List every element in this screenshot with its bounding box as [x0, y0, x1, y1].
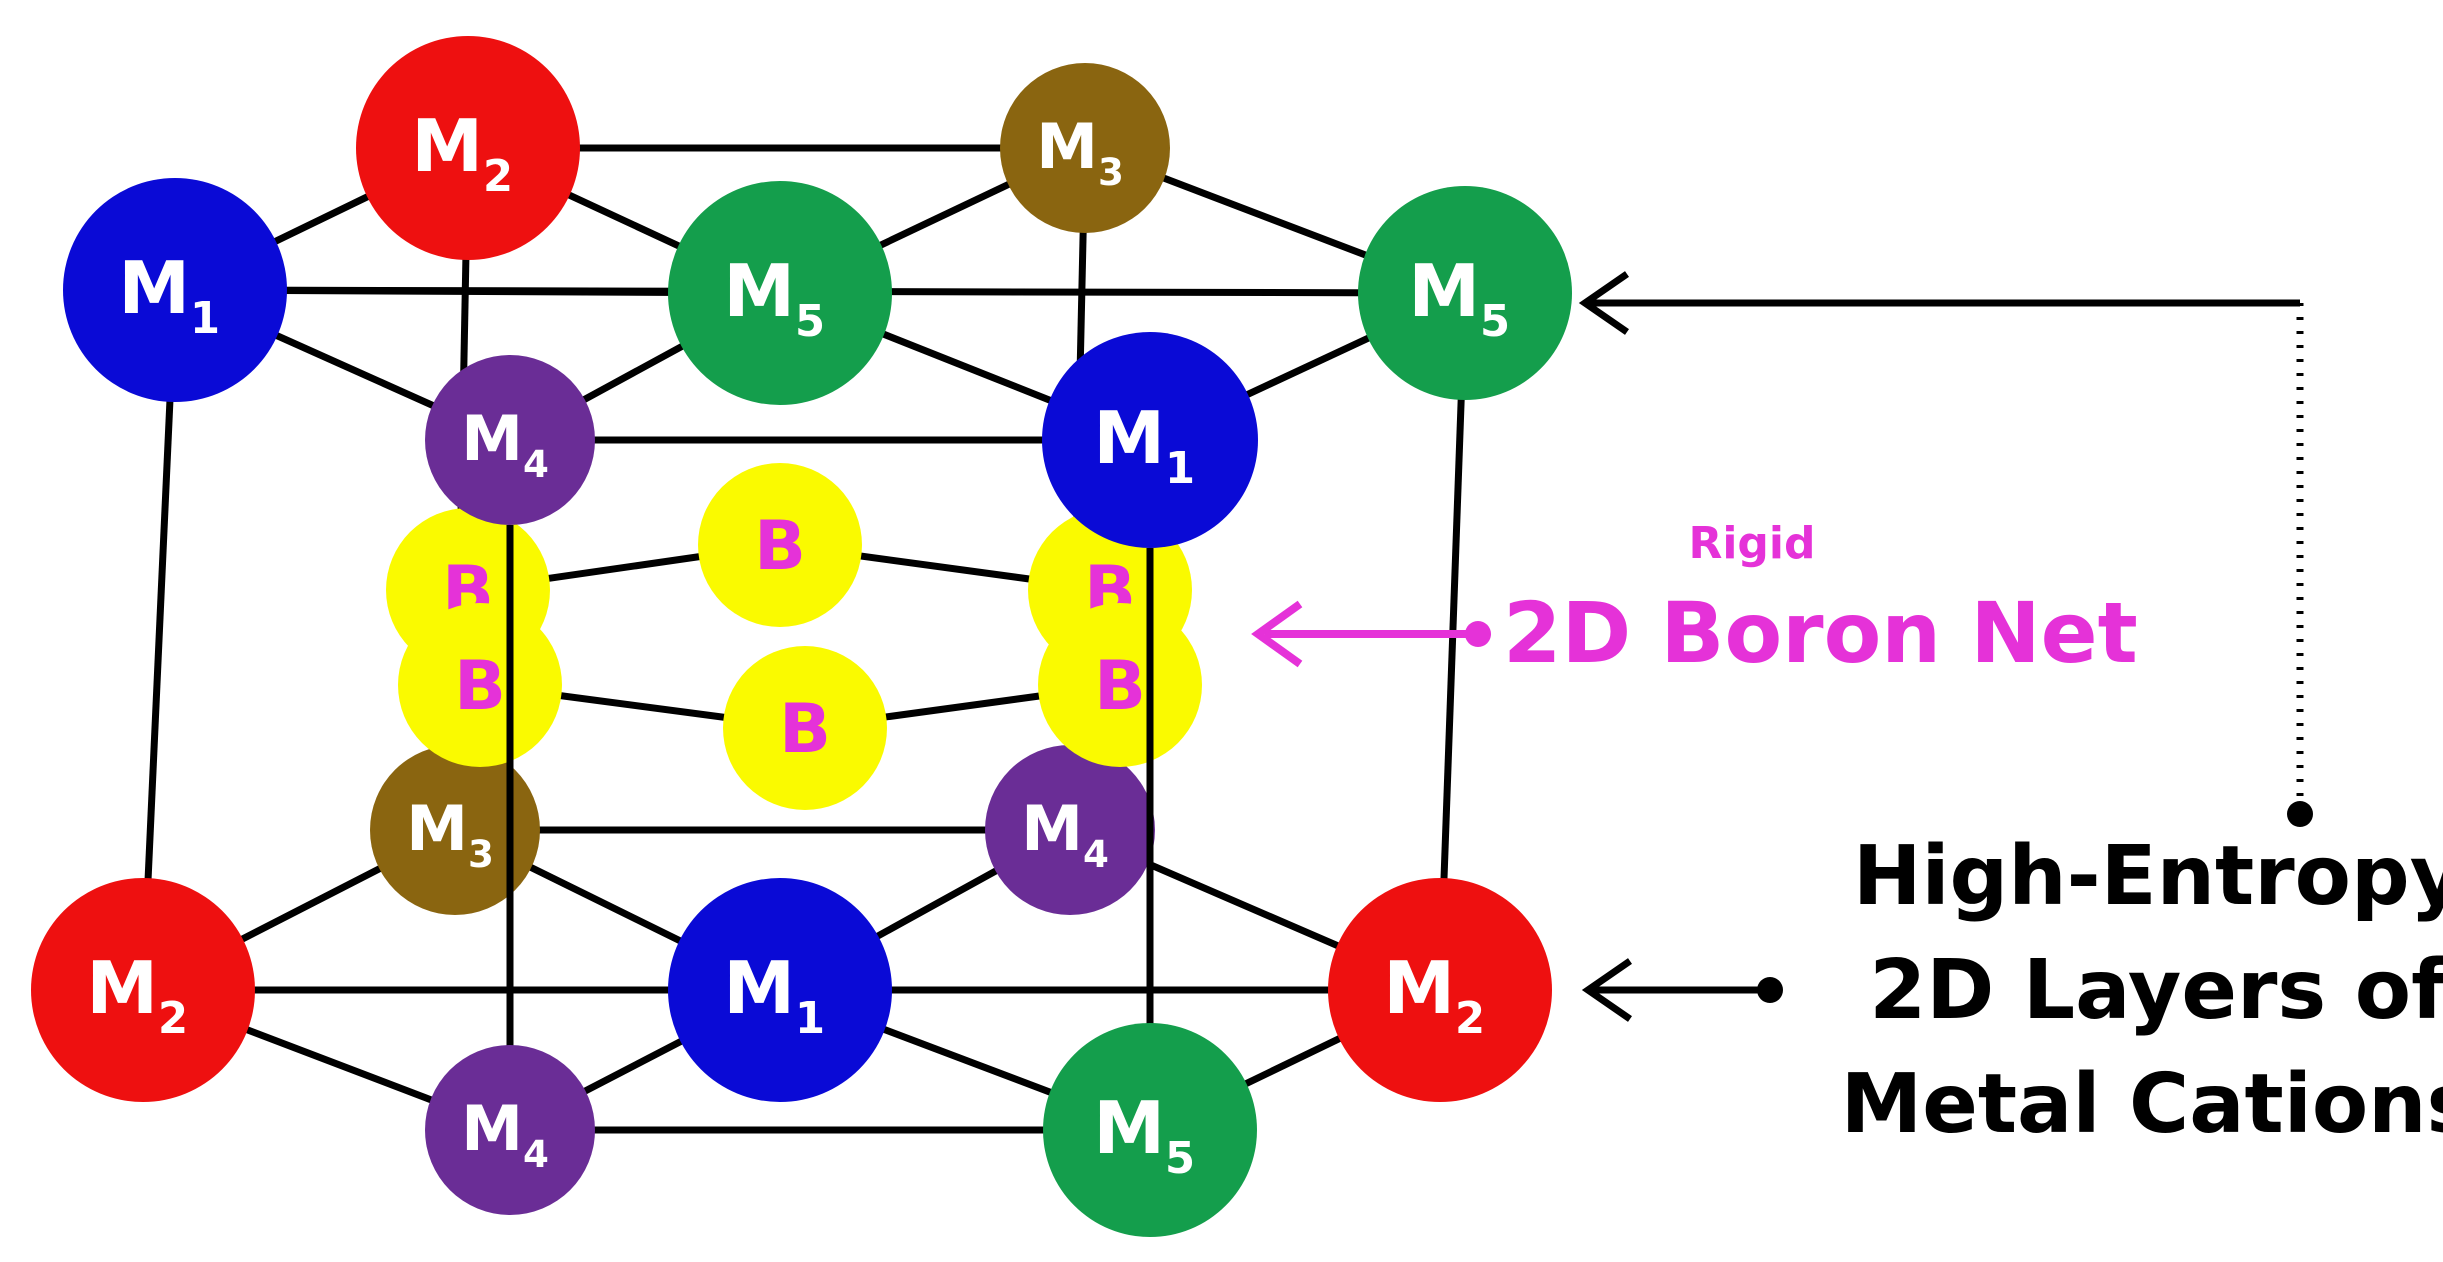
bond-top-M1-left-to-bottom-M2-left [139, 289, 179, 991]
atom-label-m2: M2 [86, 946, 188, 1044]
atom-top-M4-front-left: M4 [425, 355, 595, 525]
atom-top-M1-left: M1 [63, 178, 287, 402]
layers-label-line1: High-Entropy [1853, 829, 2443, 924]
atom-label-m4: M4 [461, 402, 549, 486]
boron-circle [698, 463, 862, 627]
atom-label-m4: M4 [1021, 792, 1109, 876]
atom-label-m5: M5 [1093, 1086, 1195, 1184]
boron-label: B [1094, 647, 1146, 726]
atom-label-m2: M2 [411, 104, 513, 202]
atom-boron-lower-left: B [398, 603, 562, 767]
rigid-label: Rigid [1688, 518, 1815, 569]
atom-circle-m4 [425, 1045, 595, 1215]
atom-circle-m1 [668, 878, 892, 1102]
boron-label: B [454, 647, 506, 726]
boron-net-annotation: Rigid 2D Boron Net [1251, 518, 2138, 682]
atom-label-m2: M2 [1383, 946, 1485, 1044]
atom-boron-upper-center: B [698, 463, 862, 627]
atom-bottom-M5-front-right: M5 [1043, 1023, 1257, 1237]
bottom-layer-arrow-dot [1757, 977, 1783, 1003]
atom-circle-m5 [1043, 1023, 1257, 1237]
boron-circle [1038, 603, 1202, 767]
top-layer-arrowhead [1578, 271, 1629, 335]
atom-bottom-M4-front-left: M4 [425, 1045, 595, 1215]
atom-top-M5-center: M5 [668, 181, 892, 405]
atom-bottom-M1-center: M1 [668, 878, 892, 1102]
atom-bottom-M2-left: M2 [31, 878, 255, 1102]
bottom-layer-arrowhead [1581, 958, 1632, 1022]
atom-label-m1: M1 [723, 946, 825, 1044]
boron-circle [398, 603, 562, 767]
boron-net-arrowhead [1251, 600, 1303, 668]
metal-layers-annotation: High-Entropy 2D Layers of Metal Cations [1578, 271, 2443, 1152]
atom-bottom-M2-right: M2 [1328, 878, 1552, 1102]
atom-top-M1-front-right: M1 [1042, 332, 1258, 548]
atom-boron-lower-right: B [1038, 603, 1202, 767]
atom-circle-m5 [1358, 186, 1572, 400]
atom-circle-m2 [1328, 878, 1552, 1102]
bond-top-M5-right-to-bottom-M2-right [1436, 292, 1469, 991]
atom-label-m1: M1 [118, 246, 220, 344]
boron-label: B [779, 690, 831, 769]
atom-label-m1: M1 [1093, 396, 1195, 494]
atom-label-m4: M4 [461, 1092, 549, 1176]
atom-circle-m1 [63, 178, 287, 402]
atom-bottom-M3-back-left: M3 [370, 745, 540, 915]
atom-label-m5: M5 [723, 249, 825, 347]
atom-top-M3-back-right: M3 [1000, 63, 1170, 233]
connector-dot [2287, 801, 2313, 827]
atom-label-m3: M3 [406, 792, 494, 876]
atom-label-m5: M5 [1408, 249, 1510, 347]
layers-label-line2: 2D Layers of [1869, 943, 2443, 1038]
boron-net-arrow-dot [1465, 621, 1491, 647]
atom-circle-m3 [1000, 63, 1170, 233]
atom-bottom-M4-back-right: M4 [985, 745, 1155, 915]
atom-circle-m5 [668, 181, 892, 405]
atom-top-M2-back-left: M2 [356, 36, 580, 260]
boron-circle [723, 646, 887, 810]
boron-label: B [754, 507, 806, 586]
atom-circle-m4 [985, 745, 1155, 915]
atom-circle-m2 [31, 878, 255, 1102]
atom-top-M5-right: M5 [1358, 186, 1572, 400]
atom-circle-m2 [356, 36, 580, 260]
atom-label-m3: M3 [1036, 110, 1124, 194]
layers-label-line3: Metal Cations [1841, 1057, 2443, 1152]
atom-circle-m4 [425, 355, 595, 525]
atom-circle-m3 [370, 745, 540, 915]
boron-net-label: 2D Boron Net [1503, 584, 2138, 682]
atom-circle-m1 [1042, 332, 1258, 548]
atom-boron-lower-center: B [723, 646, 887, 810]
